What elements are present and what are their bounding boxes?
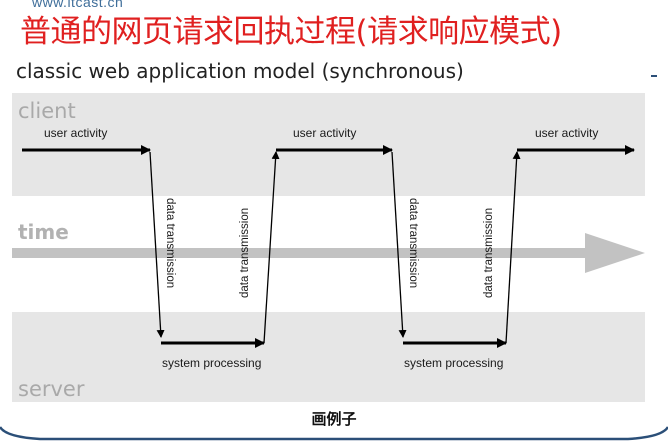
frame-bottom-border	[0, 426, 668, 441]
data-transmission-arrow-3	[391, 151, 407, 338]
data-transmission-label-3: data transmission	[407, 198, 419, 288]
slide-caption: 画例子	[311, 410, 357, 428]
user-activity-label-3: user activity	[535, 126, 598, 140]
time-label: time	[18, 220, 69, 244]
user-activity-label-2: user activity	[293, 126, 356, 140]
data-transmission-arrow-1	[149, 151, 165, 338]
data-transmission-label-4: data transmission	[483, 208, 495, 298]
system-processing-label-2: system processing	[404, 356, 503, 370]
time-arrow-shaft	[12, 248, 597, 258]
system-processing-label-1: system processing	[162, 356, 261, 370]
slide-title: 普通的网页请求回执过程(请求响应模式)	[20, 14, 562, 50]
data-transmission-label-2: data transmission	[239, 208, 251, 298]
client-label: client	[18, 99, 76, 123]
time-arrow-head	[585, 233, 645, 273]
watermark-text: www.itcast.cn	[32, 0, 124, 10]
diagram-heading: classic web application model (synchrono…	[16, 59, 464, 83]
data-transmission-arrow-2	[263, 151, 280, 344]
client-lane	[12, 93, 645, 196]
data-transmission-label-1: data transmission	[164, 198, 176, 288]
server-label: server	[18, 377, 85, 401]
user-activity-label-1: user activity	[44, 126, 107, 140]
data-transmission-arrow-4	[505, 151, 521, 344]
server-lane	[12, 312, 645, 402]
